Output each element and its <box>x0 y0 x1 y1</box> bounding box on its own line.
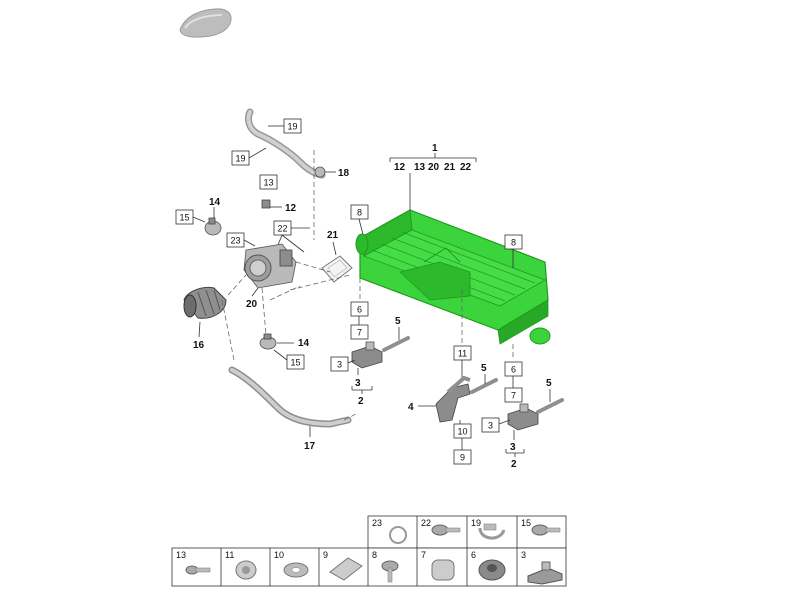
legend-label-7: 7 <box>421 550 426 560</box>
callout-22b: 22 <box>460 162 472 173</box>
callout-14a: 14 <box>209 197 221 208</box>
legend-label-3: 3 <box>521 550 526 560</box>
callout-3d: 3 <box>510 442 516 453</box>
callout-box-6a <box>350 301 369 317</box>
callout-2b: 2 <box>511 459 517 470</box>
callout-16: 16 <box>193 340 205 351</box>
callout-15b: 15 <box>290 358 300 368</box>
callout-box-7b <box>504 387 523 403</box>
callout-3b: 3 <box>355 378 361 389</box>
washer-icon-10 <box>283 562 309 578</box>
throttle-body-20[interactable] <box>243 243 297 289</box>
legend-label-13: 13 <box>176 550 186 560</box>
callout-box-10 <box>453 423 472 439</box>
callout-2a: 2 <box>358 396 364 407</box>
legend-label-10: 10 <box>274 550 284 560</box>
grommet-icon-6 <box>478 559 506 581</box>
callout-20a: 20 <box>246 299 258 310</box>
clamp-icon-19 <box>478 523 506 540</box>
callout-10: 10 <box>457 427 467 437</box>
callout-19b: 19 <box>235 154 245 164</box>
o-ring-icon <box>389 526 407 544</box>
bolt-5-left[interactable] <box>382 336 410 352</box>
spacer-icon-7 <box>431 559 455 581</box>
legend-label-19: 19 <box>471 518 481 528</box>
callout-box-6b <box>504 361 523 377</box>
callout-box-8b <box>504 234 523 250</box>
legend-label-23: 23 <box>372 518 382 528</box>
callout-box-8a <box>350 204 369 220</box>
callout-12a: 12 <box>285 203 297 214</box>
callout-22a: 22 <box>277 224 287 234</box>
screw-icon-13 <box>185 565 211 575</box>
screw-12[interactable] <box>261 199 271 209</box>
callout-12b: 12 <box>394 162 406 173</box>
callout-box-11 <box>453 345 472 361</box>
legend-label-9: 9 <box>323 550 328 560</box>
callout-21b: 21 <box>444 162 456 173</box>
callout-15a: 15 <box>179 213 189 223</box>
callout-4: 4 <box>408 402 414 413</box>
callout-5c: 5 <box>546 378 552 389</box>
sensor-14[interactable] <box>204 217 222 236</box>
vehicle-icon <box>179 8 232 38</box>
callout-6a: 6 <box>357 305 362 315</box>
callout-17: 17 <box>304 441 316 452</box>
callout-box-3a <box>330 356 349 372</box>
mount-bracket-3-left[interactable] <box>351 341 383 369</box>
callout-box-15b <box>286 354 305 370</box>
callout-13a: 13 <box>263 178 273 188</box>
callout-11: 11 <box>458 349 467 359</box>
bushing-icon-11 <box>235 560 257 580</box>
callout-14b: 14 <box>298 338 310 349</box>
sensor-14-lower[interactable] <box>259 333 277 350</box>
callout-6b: 6 <box>511 365 516 375</box>
callout-3a: 3 <box>337 360 342 370</box>
stud-icon-8 <box>381 560 399 583</box>
bracket-icon-9 <box>329 557 363 581</box>
legend-label-8: 8 <box>372 550 377 560</box>
mount-bracket-3-right[interactable] <box>507 403 539 431</box>
callout-5a: 5 <box>395 316 401 327</box>
intake-hose-16[interactable] <box>183 287 227 319</box>
callout-23: 23 <box>230 236 240 246</box>
legend-label-22: 22 <box>421 518 431 528</box>
callout-13b: 13 <box>414 162 426 173</box>
bolt-5-right[interactable] <box>536 398 564 414</box>
bolt-5-center[interactable] <box>470 378 498 394</box>
callout-8a: 8 <box>357 208 362 218</box>
legend-label-11: 11 <box>225 550 234 560</box>
legend-label-15: 15 <box>521 518 531 528</box>
bolt-icon-22 <box>431 524 461 536</box>
hose-19[interactable] <box>244 108 326 179</box>
clamp-18[interactable] <box>314 166 326 178</box>
callout-3c: 3 <box>488 421 493 431</box>
callout-20b: 20 <box>428 162 440 173</box>
callout-5b: 5 <box>481 363 487 374</box>
bolt-icon-15 <box>531 524 561 536</box>
bracket-4[interactable] <box>435 375 471 423</box>
callout-box-3c <box>481 417 500 433</box>
legend-label-6: 6 <box>471 550 476 560</box>
callout-9: 9 <box>460 453 465 463</box>
callout-18: 18 <box>338 168 350 179</box>
callout-8b: 8 <box>511 238 516 248</box>
callout-box-13a <box>259 174 278 190</box>
callout-7a: 7 <box>357 328 362 338</box>
pipe-17[interactable] <box>228 366 352 428</box>
mount-icon-3 <box>527 561 563 585</box>
callout-21a: 21 <box>327 230 339 241</box>
callout-box-7a <box>350 324 369 340</box>
callout-1: 1 <box>432 143 438 154</box>
callout-7b: 7 <box>511 391 516 401</box>
callout-box-9 <box>453 449 472 465</box>
gasket-21[interactable] <box>321 255 353 283</box>
intercooler-1[interactable] <box>355 209 551 345</box>
callout-19a: 19 <box>287 122 297 132</box>
